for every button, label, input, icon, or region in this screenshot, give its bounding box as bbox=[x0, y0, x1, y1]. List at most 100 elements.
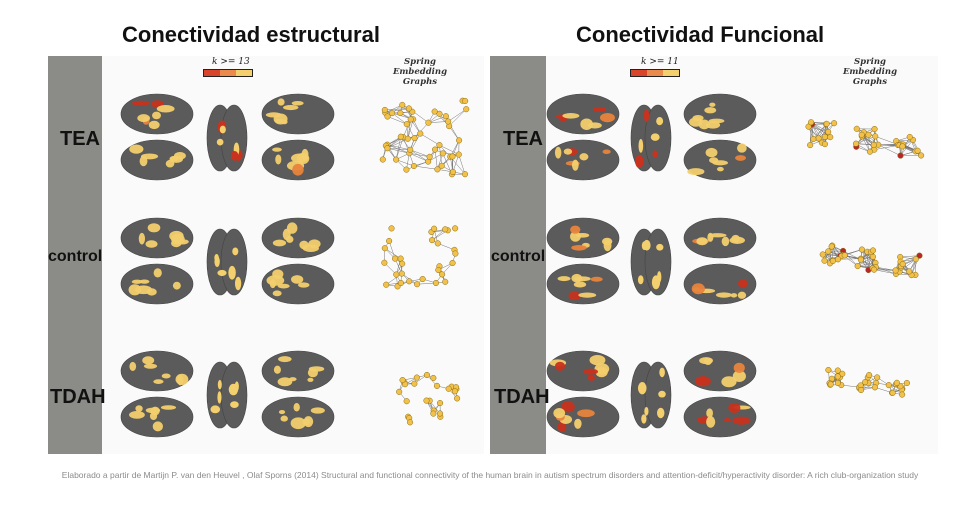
functional-control-lateral-right-brain-region bbox=[731, 234, 740, 243]
structural-tea-graph-node bbox=[407, 116, 414, 123]
functional-tdah-graph-node bbox=[825, 366, 832, 374]
functional-tdah-top-brain-region bbox=[644, 406, 649, 416]
structural-tea-graph-edge bbox=[387, 138, 408, 149]
structural-control-lateral-left-brain-region bbox=[174, 239, 189, 245]
functional-control-medial-left-brain-region bbox=[568, 291, 581, 301]
structural-tea-graph-node bbox=[436, 142, 443, 149]
functional-tdah-medial-right-brain-region bbox=[706, 408, 713, 418]
structural-tea-graph-edge bbox=[410, 149, 429, 162]
structural-tdah-graph-node bbox=[454, 395, 461, 402]
functional-tdah-graph-node bbox=[903, 379, 910, 387]
structural-tdah-graph-node bbox=[423, 397, 430, 404]
functional-tea-graph-edge bbox=[878, 144, 901, 156]
structural-tdah-medial-right-brain-region bbox=[278, 409, 286, 415]
structural-tdah-medial-right-brain-region bbox=[280, 415, 288, 422]
structural-control-top-brain-region bbox=[232, 247, 239, 256]
structural-control-graph-node bbox=[439, 271, 446, 278]
structural-tea-graph-node bbox=[389, 110, 396, 117]
structural-tea-graph-edge bbox=[387, 147, 410, 154]
structural-tdah-lateral-right-brain bbox=[261, 350, 335, 392]
structural-control-graph-node bbox=[397, 255, 404, 262]
functional-control-graph-node bbox=[821, 257, 828, 264]
graphs-title-functional-line1: Spring Embedding bbox=[842, 57, 898, 77]
functional-tdah-medial-left-brain-region bbox=[557, 421, 567, 433]
functional-tea-graph-node bbox=[807, 142, 814, 149]
structural-control-lateral-right-brain-region bbox=[286, 222, 298, 234]
structural-tea-lateral-left-brain-region bbox=[152, 111, 161, 120]
functional-tea-graph-edge bbox=[821, 124, 827, 143]
functional-tdah-lateral-right-brain bbox=[683, 350, 757, 392]
structural-tdah-graph-node bbox=[445, 385, 452, 392]
structural-tea-graph-edge bbox=[385, 108, 409, 113]
functional-tea-graph-node bbox=[821, 133, 828, 140]
structural-control-graph-node bbox=[435, 266, 442, 274]
structural-tea-lateral-left-brain-region bbox=[156, 104, 175, 113]
functional-tdah-graph-node bbox=[858, 386, 865, 394]
structural-tea-top-brain-region bbox=[230, 150, 239, 161]
functional-control-medial-left-brain-region bbox=[557, 276, 571, 282]
structural-tdah-lateral-left-brain-region bbox=[142, 356, 155, 365]
structural-control-graph-edge bbox=[417, 282, 436, 285]
structural-control-graph-node bbox=[434, 240, 441, 247]
structural-control-graph-node bbox=[399, 260, 406, 267]
structural-control-medial-left-brain-region bbox=[139, 279, 150, 284]
structural-control-graph-edge bbox=[388, 240, 396, 259]
functional-control-top-brain-region bbox=[642, 239, 651, 251]
structural-tdah-lateral-left-brain-region bbox=[153, 379, 164, 384]
structural-tea-graph-edge bbox=[409, 153, 429, 162]
functional-tdah-top-brain-right-hemisphere bbox=[644, 361, 672, 429]
functional-control-lateral-right-brain-region bbox=[696, 237, 708, 246]
structural-tea-graph-node bbox=[381, 106, 388, 113]
functional-tea-graph-node bbox=[810, 135, 817, 143]
structural-tea-graph-node bbox=[417, 130, 424, 137]
structural-control-graph-node bbox=[397, 279, 404, 287]
structural-control-graph-node bbox=[452, 225, 459, 232]
structural-tdah-medial-left-brain-region bbox=[145, 407, 161, 414]
structural-tea-graph-edge bbox=[395, 136, 402, 160]
functional-tea-medial-left-brain-region bbox=[571, 159, 579, 171]
structural-control-lateral-right-brain bbox=[261, 217, 335, 259]
functional-tea-lateral-left-brain bbox=[546, 93, 620, 135]
functional-tea-graph-node bbox=[853, 125, 860, 132]
structural-tea-graph-node bbox=[442, 113, 449, 120]
functional-tdah-graph-node bbox=[827, 381, 834, 388]
functional-tea-graph-node bbox=[852, 140, 860, 147]
structural-tea-graph-node bbox=[432, 146, 439, 153]
structural-control-lateral-right-brain-region bbox=[302, 244, 319, 252]
functional-tea-lateral-right-brain bbox=[683, 93, 757, 135]
structural-tea-graph-node bbox=[404, 135, 411, 142]
functional-control-top-brain-right-hemisphere bbox=[644, 228, 672, 296]
structural-tea-graph-edge bbox=[409, 152, 430, 158]
structural-tea-graph-node bbox=[439, 150, 446, 157]
functional-tdah-medial-right-brain-region bbox=[724, 417, 731, 422]
functional-control-graph-node bbox=[916, 252, 923, 259]
structural-tea-graph-node bbox=[403, 166, 410, 173]
title-functional: Conectividad Funcional bbox=[576, 22, 825, 47]
structural-tea-lateral-left-brain-region bbox=[137, 114, 151, 123]
structural-tea-graph-node bbox=[399, 101, 406, 108]
structural-tdah-lateral-left-brain bbox=[120, 350, 194, 392]
structural-tea-graph-edge bbox=[407, 119, 411, 139]
structural-tea-graph-edge bbox=[434, 149, 438, 170]
functional-tea-graph-edge bbox=[855, 128, 875, 144]
functional-tea-lateral-right-brain-region bbox=[704, 107, 717, 114]
structural-tea-graph-node bbox=[405, 105, 412, 112]
functional-control-medial-right-brain bbox=[683, 263, 757, 305]
functional-tea-graph-node bbox=[808, 119, 815, 126]
structural-tdah-lateral-right-brain-region bbox=[307, 368, 318, 378]
functional-tea-lateral-left-brain-region bbox=[562, 113, 580, 119]
functional-tea-graph-node bbox=[858, 131, 865, 138]
functional-tea-graph-node bbox=[871, 125, 878, 133]
structural-tea-graph-node bbox=[461, 171, 469, 178]
functional-control-lateral-right-brain bbox=[683, 217, 757, 259]
structural-tdah-top-brain-region bbox=[228, 383, 239, 396]
structural-control-lateral-right-brain-region bbox=[285, 235, 294, 243]
functional-tdah-graph-node bbox=[893, 379, 900, 386]
functional-control-top-brain-region bbox=[656, 243, 664, 251]
functional-tea-medial-right-brain-region bbox=[735, 155, 746, 161]
structural-tdah-medial-left-brain-region bbox=[129, 411, 145, 419]
structural-tea-graph-edge bbox=[414, 122, 429, 139]
functional-control-graph-edge bbox=[837, 258, 861, 260]
functional-control-lateral-left-brain bbox=[546, 217, 620, 259]
functional-tdah-top-brain-region bbox=[637, 382, 647, 395]
